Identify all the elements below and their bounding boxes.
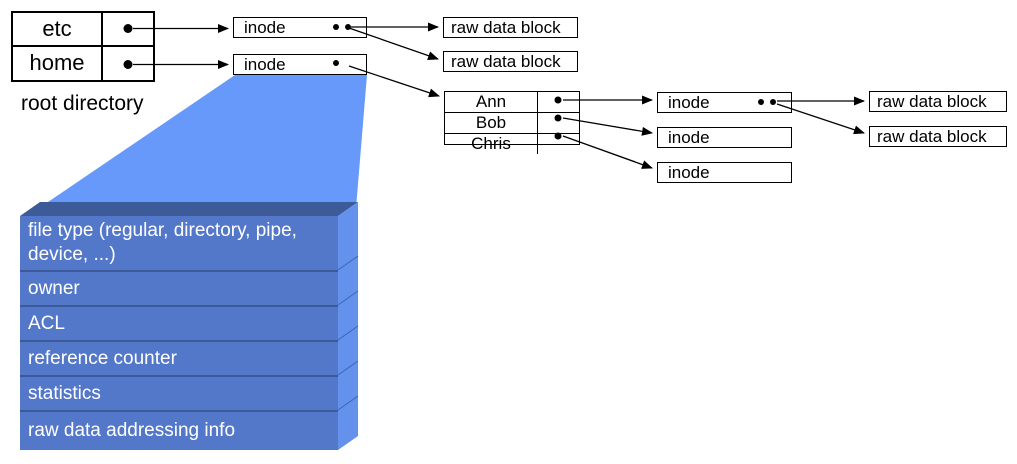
inode-field-owner: owner bbox=[20, 270, 338, 305]
inode-box-ann: inode bbox=[657, 92, 792, 113]
home-directory-table: Ann Bob Chris bbox=[444, 91, 580, 154]
raw-data-block-label: raw data block bbox=[451, 17, 561, 37]
raw-data-block-box: raw data block bbox=[443, 17, 578, 38]
dir-entry-bob: Bob bbox=[445, 113, 538, 134]
inode-field-acl: ACL bbox=[20, 305, 338, 340]
dir-entry-chris-pointer-cell bbox=[538, 134, 579, 154]
block-top-face bbox=[20, 202, 358, 216]
inode-label: inode bbox=[244, 54, 286, 74]
dir-entry-ann: Ann bbox=[445, 92, 538, 113]
block-side-face bbox=[338, 202, 358, 450]
dir-entry-bob-pointer-cell bbox=[538, 113, 579, 134]
inode-box-chris: inode bbox=[657, 162, 792, 183]
raw-data-block-box: raw data block bbox=[869, 126, 1007, 147]
raw-data-block-label: raw data block bbox=[877, 91, 987, 111]
inode-field-raw-data-addressing: raw data addressing info bbox=[20, 410, 338, 450]
dir-entry-chris: Chris bbox=[445, 134, 538, 154]
root-entry-home-pointer-cell bbox=[103, 47, 153, 81]
inode-box-home: inode bbox=[233, 54, 367, 75]
root-directory-table: etc home bbox=[11, 11, 155, 82]
root-entry-etc: etc bbox=[13, 13, 103, 47]
inode-label: inode bbox=[668, 127, 710, 147]
inode-field-statistics: statistics bbox=[20, 375, 338, 410]
inode-label: inode bbox=[244, 17, 286, 37]
raw-data-block-box: raw data block bbox=[869, 91, 1007, 112]
inode-detail-block: file type (regular, directory, pipe, dev… bbox=[20, 216, 338, 450]
root-entry-etc-pointer-cell bbox=[103, 13, 153, 47]
inode-label: inode bbox=[668, 162, 710, 182]
block-side-separator-lines bbox=[337, 255, 359, 411]
raw-data-block-box: raw data block bbox=[443, 51, 578, 72]
inode-label: inode bbox=[668, 92, 710, 112]
inode-field-file-type: file type (regular, directory, pipe, dev… bbox=[28, 220, 297, 265]
raw-data-block-label: raw data block bbox=[451, 51, 561, 71]
inode-box-etc: inode bbox=[233, 17, 367, 38]
root-entry-home: home bbox=[13, 46, 103, 80]
dir-entry-ann-pointer-cell bbox=[538, 92, 579, 113]
inode-field-reference-counter: reference counter bbox=[20, 340, 338, 375]
raw-data-block-label: raw data block bbox=[877, 126, 987, 146]
inode-box-bob: inode bbox=[657, 127, 792, 148]
root-directory-caption: root directory bbox=[21, 92, 144, 115]
